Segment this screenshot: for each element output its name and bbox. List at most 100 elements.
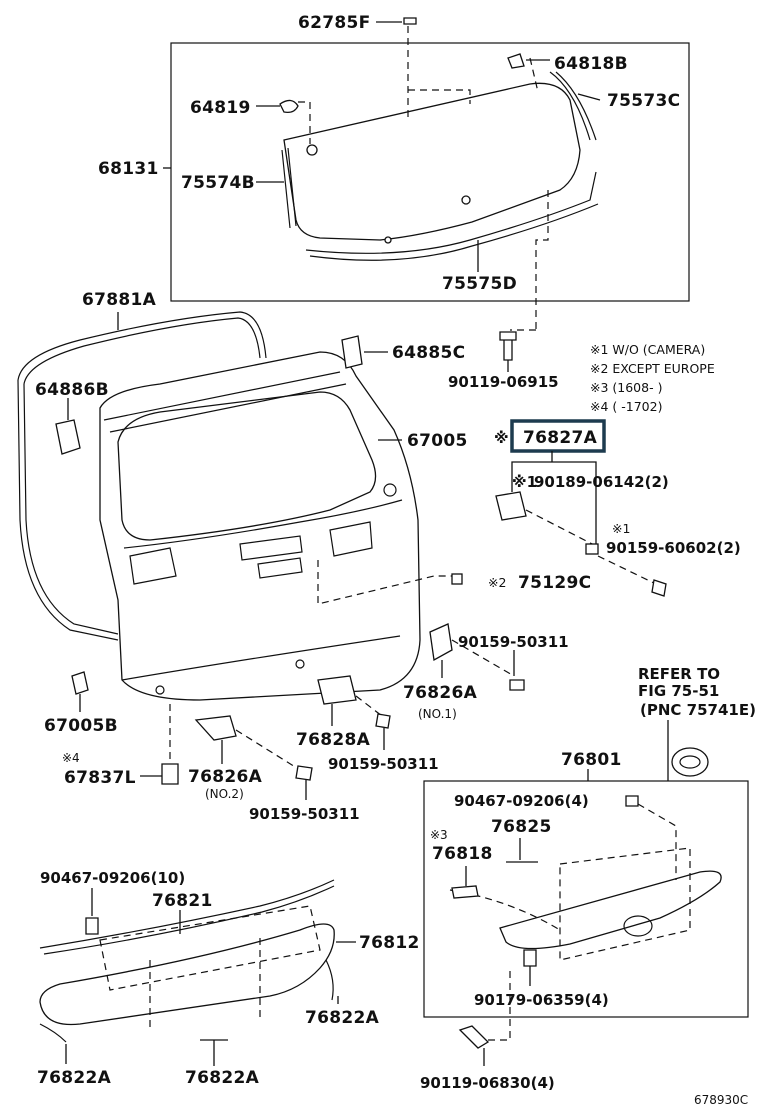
leader-76827a <box>511 451 597 544</box>
screw-90159-60602 <box>651 579 667 597</box>
part-76828a <box>317 675 357 705</box>
label-76818: 76818 <box>432 844 493 864</box>
refer-line-1: REFER TO <box>638 665 720 683</box>
label-67005: 67005 <box>407 431 468 451</box>
label-64886b: 64886B <box>35 380 109 400</box>
label-90159-50311a: 90159-50311 <box>458 633 569 651</box>
label-62785f: 62785F <box>298 13 371 33</box>
dash-90159-60602 <box>597 555 657 585</box>
label-75575d: 75575D <box>442 274 517 294</box>
label-64885c: 64885C <box>392 343 465 363</box>
door-plate <box>257 557 303 579</box>
part-67837l-shape <box>161 763 179 785</box>
door-top-rail <box>103 371 347 433</box>
bolt-90159-50311b <box>375 713 391 729</box>
leader-75573c <box>577 93 601 101</box>
label-64818b: 64818B <box>554 54 628 74</box>
bolt-90119-06915 <box>499 331 517 361</box>
part-67005b-shape <box>71 671 89 695</box>
refer-line-2: FIG 75-51 <box>638 682 719 700</box>
label-76826a-no1: 76826A <box>403 683 478 703</box>
bracket-90189 <box>495 491 527 521</box>
dash-64818b <box>529 57 539 93</box>
part-76812-shape <box>39 923 335 1026</box>
label-64819: 64819 <box>190 98 251 118</box>
part-62785f-shape <box>403 17 417 25</box>
glass-clip-1 <box>306 144 318 156</box>
label-90189: 90189-06142(2) <box>534 473 669 491</box>
label-76826a-no1-sub: (NO.1) <box>418 707 457 721</box>
part-76818-shape <box>451 885 479 899</box>
label-90159-50311c: 90159-50311 <box>249 805 360 823</box>
part-64819-shape <box>279 99 299 114</box>
label-76826a-no2: 76826A <box>188 767 263 787</box>
label-76822a-mid: 76822A <box>185 1068 260 1088</box>
label-76828a: 76828A <box>296 730 371 750</box>
back-door-window-opening <box>117 391 377 541</box>
door-bolt-1 <box>155 685 165 695</box>
marker-4: ※4 <box>62 751 80 765</box>
dash-62785f-b <box>408 89 471 104</box>
part-76826a-no1 <box>429 623 453 662</box>
spoiler-dash-frame <box>99 905 321 1030</box>
nut-90159-60602 <box>585 543 599 555</box>
hinge-left <box>55 419 81 455</box>
garnish-assembly-box <box>423 780 749 1018</box>
label-90119-06830: 90119-06830(4) <box>420 1074 555 1092</box>
label-76821: 76821 <box>152 891 213 911</box>
marker-1b: ※1 <box>612 521 630 536</box>
weatherstrip-outer <box>17 311 267 385</box>
label-67005b: 67005B <box>44 716 118 736</box>
figure-id: 678930C <box>694 1093 748 1107</box>
marker-3: ※3 <box>430 828 448 842</box>
emblem-inner <box>679 755 701 769</box>
dash-90159-50311b <box>355 695 383 717</box>
part-75129c-shape <box>451 573 463 585</box>
glass-clip-2 <box>461 195 471 205</box>
label-76822a-left: 76822A <box>37 1068 112 1088</box>
hinge-right <box>341 335 363 369</box>
note-4: ※4 ( -1702) <box>590 399 662 414</box>
back-window-glass <box>283 82 581 241</box>
label-76801: 76801 <box>561 750 622 770</box>
dash-90189 <box>525 509 601 549</box>
label-75574b: 75574B <box>181 173 255 193</box>
note-1: ※1 W/O (CAMERA) <box>590 342 705 357</box>
label-90467-10: 90467-09206(10) <box>40 869 185 887</box>
emblem-reference <box>671 747 709 777</box>
bolt-90159-50311a <box>509 679 525 691</box>
dash-glass-clip <box>535 190 549 330</box>
molding-right <box>549 71 597 141</box>
nut-90179 <box>523 949 537 967</box>
door-mid-rail <box>123 499 403 549</box>
door-bolt-3 <box>383 483 397 497</box>
label-75129c: 75129C <box>518 573 591 593</box>
note-3: ※3 (1608- ) <box>590 380 662 395</box>
part-64818b-shape <box>507 53 525 69</box>
dash-75129c <box>317 560 452 605</box>
label-67837l: 67837L <box>64 768 136 788</box>
door-hole-left <box>129 547 177 585</box>
label-67881a: 67881A <box>82 290 157 310</box>
label-90159-60602: 90159-60602(2) <box>606 539 741 557</box>
label-76826a-no2-sub: (NO.2) <box>205 787 244 801</box>
label-90159-50311b: 90159-50311 <box>328 755 439 773</box>
label-76827a: 76827A <box>523 428 598 448</box>
weatherstrip-side <box>17 379 119 641</box>
garnish-emblem-seat <box>623 915 653 937</box>
clip-90467-10 <box>85 917 99 935</box>
clip-90467-4 <box>625 795 639 807</box>
label-76822a-right: 76822A <box>305 1008 380 1028</box>
part-76822a-right <box>325 959 334 1001</box>
part-76826a-no2 <box>194 715 237 741</box>
note-2: ※2 EXCEPT EUROPE <box>590 361 715 376</box>
glass-clip-3 <box>384 236 392 244</box>
label-75573c: 75573C <box>607 91 680 111</box>
marker-main: ※ <box>494 429 509 447</box>
molding-bottom <box>305 171 599 261</box>
molding-left <box>281 147 297 229</box>
door-handle-recess <box>239 535 303 561</box>
label-76812: 76812 <box>359 933 420 953</box>
